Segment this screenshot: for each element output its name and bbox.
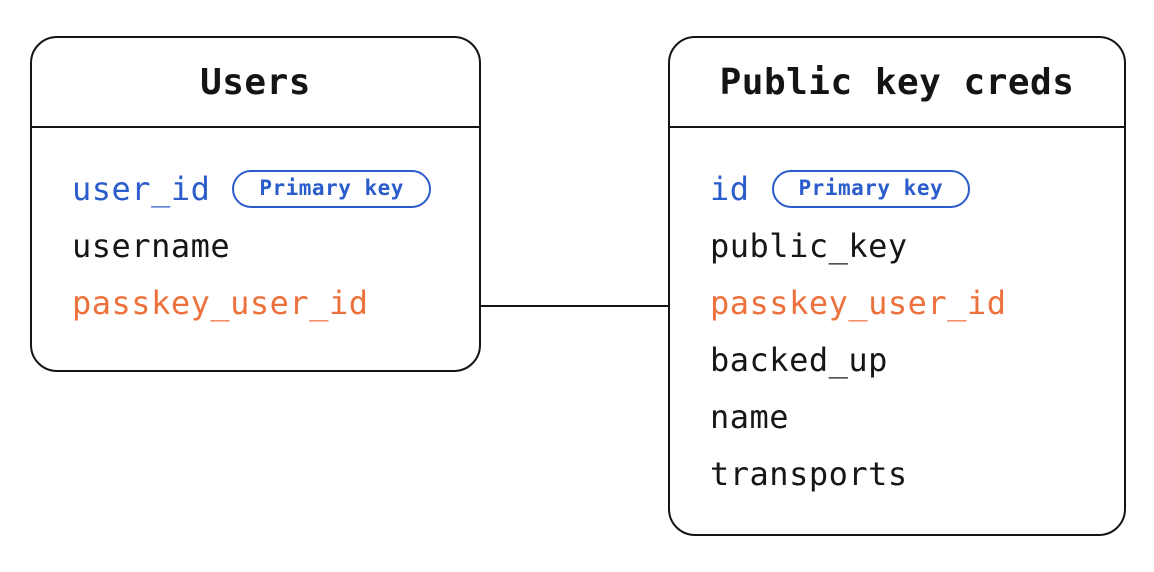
primary-key-badge: Primary key (771, 169, 971, 208)
field-name: passkey_user_id (710, 283, 1007, 322)
field-name: passkey_user_id (72, 283, 369, 322)
field-row-passkey-user-id: passkey_user_id (710, 274, 1108, 331)
relationship-line (480, 305, 669, 307)
field-row-id: id Primary key (710, 160, 1108, 217)
field-row-backed-up: backed_up (710, 331, 1108, 388)
table-title: Public key creds (719, 61, 1075, 103)
field-name: backed_up (710, 340, 888, 379)
table-body: user_id Primary key username passkey_use… (32, 128, 479, 331)
field-row-name: name (710, 388, 1108, 445)
field-row-user-id: user_id Primary key (72, 160, 463, 217)
field-name: user_id (72, 169, 211, 208)
field-row-passkey-user-id: passkey_user_id (72, 274, 463, 331)
table-body: id Primary key public_key passkey_user_i… (670, 128, 1124, 502)
field-name: username (72, 226, 231, 265)
field-name: public_key (710, 226, 908, 265)
field-name: transports (710, 454, 908, 493)
table-header: Users (32, 38, 479, 128)
primary-key-badge: Primary key (232, 169, 431, 208)
field-row-public-key: public_key (710, 217, 1108, 274)
table-node-public-key-creds: Public key creds id Primary key public_k… (668, 36, 1126, 536)
field-name: name (710, 397, 790, 436)
table-title: Users (200, 61, 311, 103)
field-name: id (710, 169, 750, 208)
table-node-users: Users user_id Primary key username passk… (30, 36, 481, 372)
field-row-username: username (72, 217, 463, 274)
table-header: Public key creds (670, 38, 1124, 128)
field-row-transports: transports (710, 445, 1108, 502)
